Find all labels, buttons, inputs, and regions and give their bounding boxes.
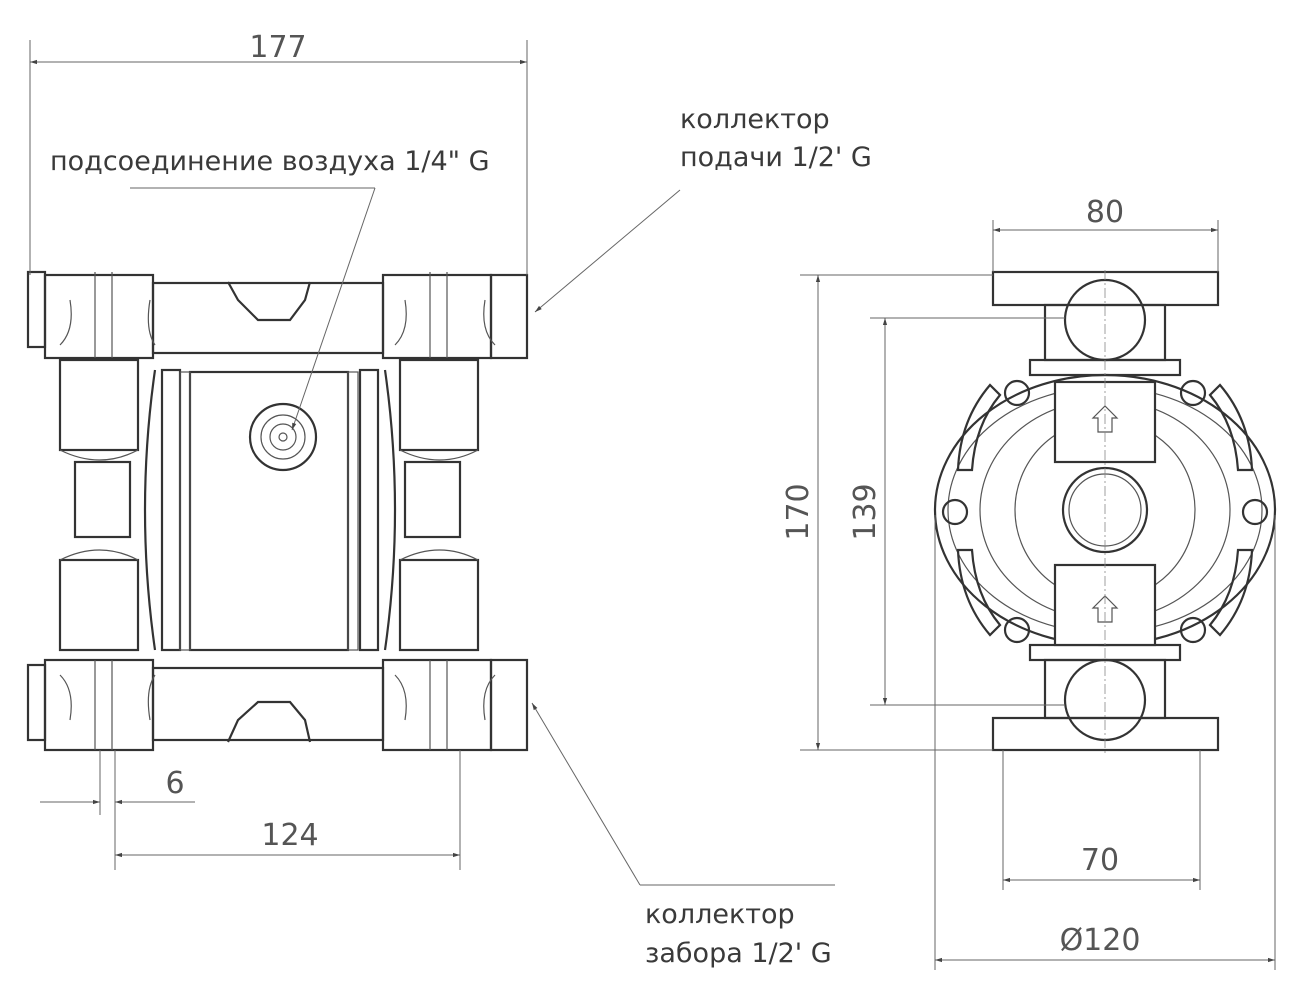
label-outlet-line1: коллектор [680, 104, 830, 135]
dim-offset: 6 [165, 766, 184, 801]
dim-mount-width: 70 [1081, 843, 1119, 878]
arrow-up-icon [1091, 595, 1119, 623]
dim-diameter: Ø120 [1060, 923, 1141, 958]
label-air-connection: подсоединение воздуха 1/4" G [50, 146, 490, 177]
dim-overall-width: 177 [249, 30, 306, 65]
side-view [933, 270, 1277, 755]
dimension-lines [29, 40, 1276, 970]
dim-overall-height: 170 [781, 483, 816, 540]
leader-lines [130, 187, 835, 886]
dim-base-width: 124 [261, 818, 318, 853]
label-inlet-line1: коллектор [645, 899, 795, 930]
label-inlet-line2: забора 1/2' G [645, 938, 832, 969]
dim-port-spacing: 139 [848, 483, 883, 540]
arrow-up-icon [1091, 405, 1119, 433]
label-outlet-line2: подачи 1/2' G [680, 142, 872, 173]
dim-flange-width: 80 [1086, 195, 1124, 230]
front-view [26, 270, 529, 752]
